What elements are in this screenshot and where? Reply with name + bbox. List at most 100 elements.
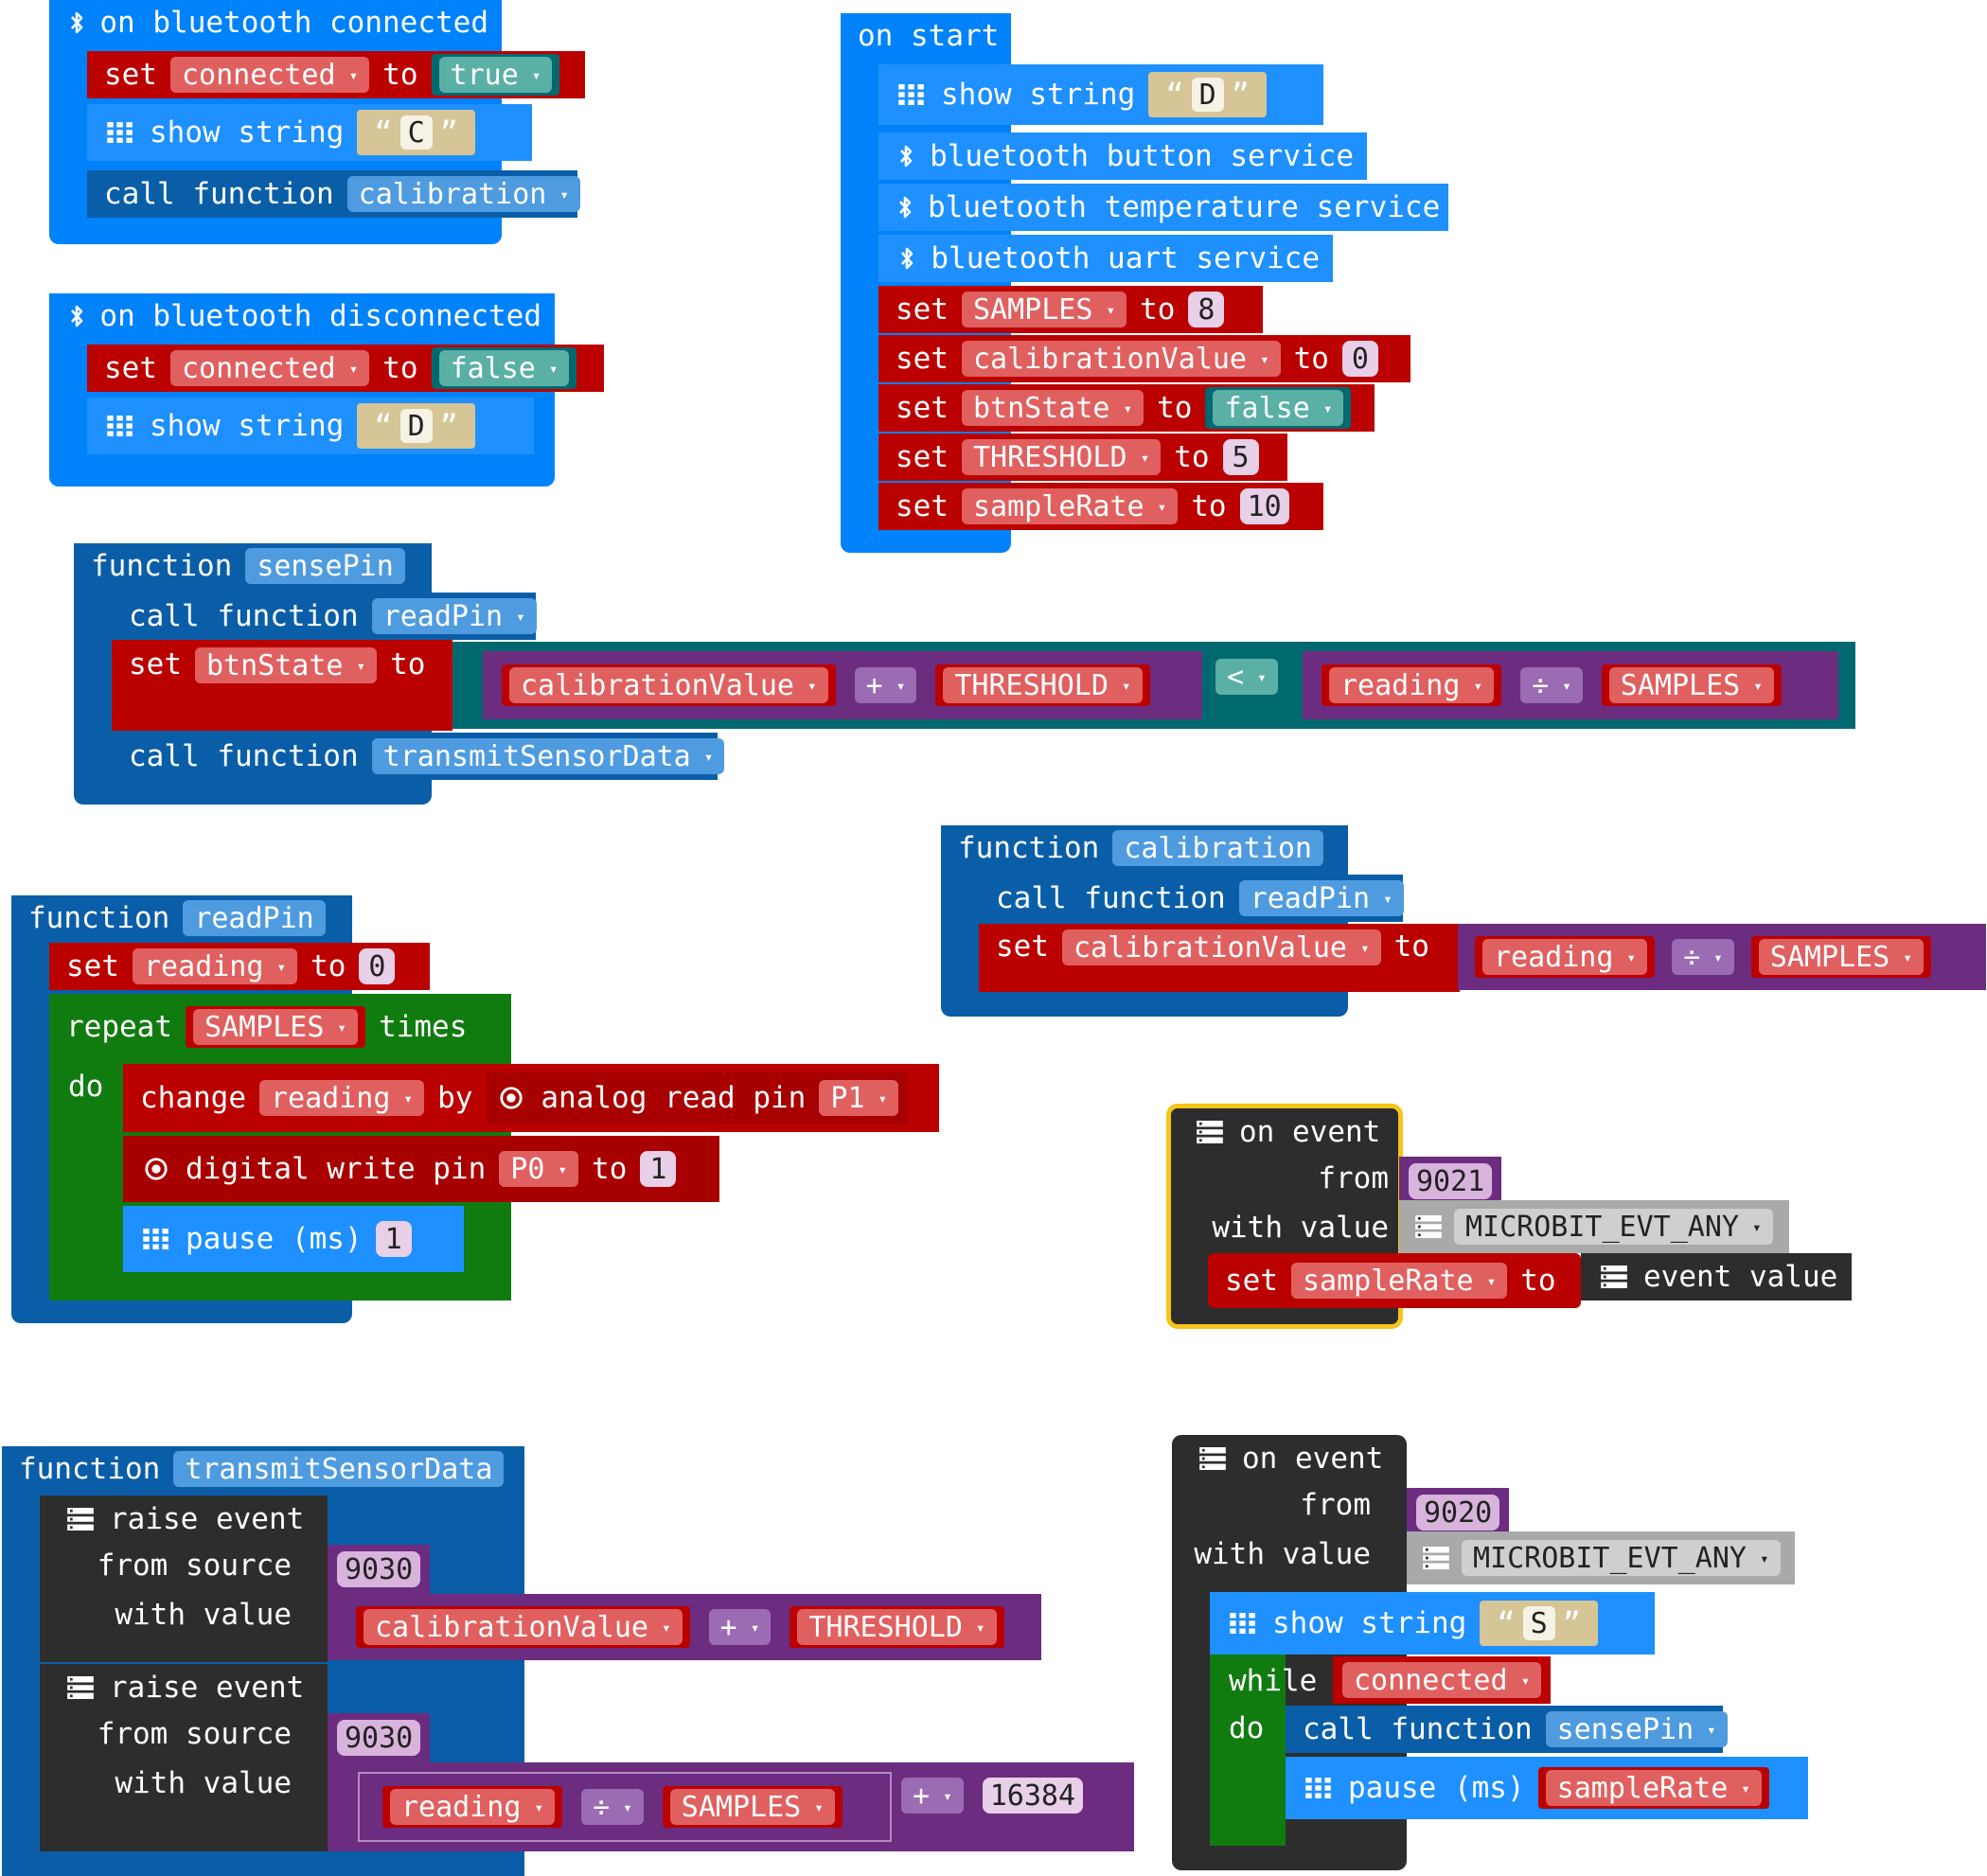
set-samplerate-block[interactable]: set sampleRate▾ to 10 — [878, 483, 1323, 530]
number-input[interactable]: 0 — [359, 948, 396, 984]
function-name[interactable]: transmitSensorData — [173, 1451, 505, 1487]
variable-dropdown[interactable]: btnState▾ — [962, 390, 1144, 426]
set-btnstate-block[interactable]: set btnState▾ to — [112, 640, 452, 731]
variable-dropdown[interactable]: SAMPLES▾ — [1608, 667, 1774, 703]
raise-event-block[interactable]: raise event from source with value — [40, 1664, 328, 1851]
function-dropdown[interactable]: transmitSensorData▾ — [371, 738, 725, 774]
variable-dropdown[interactable]: reading▾ — [1329, 667, 1495, 703]
variable-dropdown[interactable]: THRESHOLD▾ — [797, 1609, 997, 1645]
variable-dropdown[interactable]: reading▾ — [1482, 939, 1648, 975]
variable-dropdown[interactable]: connected▾ — [170, 57, 370, 93]
variable-dropdown[interactable]: SAMPLES▾ — [962, 292, 1127, 327]
set-calibration-block[interactable]: set calibrationValue▾ to 0 — [878, 335, 1410, 382]
number-input[interactable]: 10 — [1239, 488, 1289, 524]
bool-dropdown[interactable]: false▾ — [1213, 390, 1344, 426]
pin-dropdown[interactable]: P1▾ — [819, 1080, 899, 1116]
variable-dropdown[interactable]: THRESHOLD▾ — [962, 439, 1162, 475]
number-input[interactable]: 9021 — [1409, 1163, 1493, 1199]
add-block[interactable]: calibrationValue▾ +▾ THRESHOLD▾ — [483, 651, 1202, 719]
call-function-block[interactable]: call function readPin▾ — [979, 875, 1404, 922]
number-input[interactable]: 9030 — [337, 1720, 421, 1756]
divide-block[interactable]: reading▾ ÷▾ SAMPLES▾ — [1303, 651, 1838, 719]
function-dropdown[interactable]: calibration▾ — [346, 176, 580, 212]
add-block[interactable]: calibrationValue▾ +▾ THRESHOLD▾ — [328, 1594, 1041, 1660]
set-reading-block[interactable]: set reading▾ to 0 — [49, 943, 430, 990]
show-string-block[interactable]: show string “C” — [87, 104, 532, 161]
set-btnstate-block[interactable]: set btnState▾ to false▾ — [878, 384, 1375, 432]
variable-dropdown[interactable]: calibrationValue▾ — [509, 667, 828, 703]
call-function-block[interactable]: call function sensePin▾ — [1286, 1706, 1728, 1753]
string-literal[interactable]: “D” — [357, 403, 475, 449]
variable-dropdown[interactable]: reading▾ — [133, 948, 298, 984]
bluetooth-service-block[interactable]: bluetooth temperature service — [878, 184, 1448, 231]
variable-dropdown[interactable]: SAMPLES▾ — [669, 1789, 835, 1825]
operator-dropdown[interactable]: +▾ — [708, 1609, 772, 1645]
set-calibration-block[interactable]: set calibrationValue▾ to — [979, 924, 1460, 992]
operator-dropdown[interactable]: +▾ — [854, 667, 917, 703]
function-dropdown[interactable]: sensePin▾ — [1545, 1711, 1728, 1747]
variable-dropdown[interactable]: btnState▾ — [195, 647, 378, 683]
variable-dropdown[interactable]: reading▾ — [258, 1080, 425, 1116]
analog-read-block[interactable]: analog read pin P1▾ — [486, 1071, 909, 1124]
show-string-block[interactable]: show string “D” — [878, 64, 1323, 125]
number-input[interactable]: 9030 — [337, 1551, 421, 1587]
function-name[interactable]: calibration — [1112, 830, 1323, 866]
set-threshold-block[interactable]: set THRESHOLD▾ to 5 — [878, 434, 1287, 481]
variable-dropdown[interactable]: connected▾ — [1342, 1662, 1542, 1698]
bluetooth-service-block[interactable]: bluetooth button service — [878, 133, 1367, 180]
function-dropdown[interactable]: readPin▾ — [1238, 880, 1404, 916]
divide-block[interactable]: reading▾ ÷▾ SAMPLES▾ — [358, 1772, 892, 1842]
call-function-block[interactable]: call function calibration▾ — [87, 170, 580, 218]
pause-block[interactable]: pause (ms) sampleRate▾ — [1286, 1757, 1808, 1819]
number-input[interactable]: 9020 — [1416, 1495, 1500, 1531]
string-literal[interactable]: “S” — [1480, 1601, 1598, 1646]
call-function-block[interactable]: call function transmitSensorData▾ — [112, 733, 725, 780]
variable-dropdown[interactable]: calibrationValue▾ — [1062, 929, 1381, 965]
variable-dropdown[interactable]: connected▾ — [170, 350, 370, 386]
event-value-block[interactable]: event value — [1581, 1253, 1852, 1301]
raise-event-block[interactable]: raise event from source with value — [40, 1495, 328, 1662]
show-string-block[interactable]: show string “S” — [1210, 1592, 1655, 1655]
number-input[interactable]: 16384 — [982, 1778, 1084, 1814]
function-name[interactable]: sensePin — [245, 548, 405, 584]
event-value-dropdown[interactable]: MICROBIT_EVT_ANY▾ — [1454, 1209, 1773, 1245]
call-function-block[interactable]: call function readPin▾ — [112, 593, 537, 640]
variable-dropdown[interactable]: sampleRate▾ — [1291, 1263, 1508, 1299]
variable-dropdown[interactable]: SAMPLES▾ — [1758, 939, 1924, 975]
string-literal[interactable]: “D” — [1148, 72, 1267, 117]
operator-dropdown[interactable]: ÷▾ — [1520, 667, 1583, 703]
divide-block[interactable]: reading▾ ÷▾ SAMPLES▾ — [1458, 924, 1986, 990]
digital-write-block[interactable]: digital write pin P0▾ to 1 — [123, 1136, 719, 1202]
operator-dropdown[interactable]: ÷▾ — [1672, 939, 1734, 975]
operator-dropdown[interactable]: ÷▾ — [581, 1789, 644, 1825]
number-input[interactable]: 8 — [1188, 292, 1225, 327]
string-literal[interactable]: “C” — [357, 110, 475, 155]
set-samples-block[interactable]: set SAMPLES▾ to 8 — [878, 286, 1263, 333]
bool-dropdown[interactable]: false▾ — [438, 350, 570, 386]
function-dropdown[interactable]: readPin▾ — [371, 598, 537, 634]
variable-dropdown[interactable]: calibrationValue▾ — [962, 341, 1281, 377]
bool-dropdown[interactable]: true▾ — [438, 57, 553, 93]
event-value-dropdown[interactable]: MICROBIT_EVT_ANY▾ — [1462, 1540, 1781, 1576]
change-reading-block[interactable]: change reading▾ by analog read pin P1▾ — [123, 1064, 939, 1132]
variable-dropdown[interactable]: SAMPLES▾ — [192, 1009, 359, 1045]
number-input[interactable]: 1 — [640, 1151, 677, 1187]
set-samplerate-block[interactable]: set sampleRate▾ to — [1208, 1253, 1581, 1308]
variable-dropdown[interactable]: THRESHOLD▾ — [943, 667, 1143, 703]
variable-dropdown[interactable]: sampleRate▾ — [1545, 1770, 1762, 1806]
set-connected-block[interactable]: set connected▾ to false▾ — [87, 345, 604, 392]
pause-block[interactable]: pause (ms) 1 — [123, 1206, 464, 1272]
pin-dropdown[interactable]: P0▾ — [499, 1151, 579, 1187]
variable-dropdown[interactable]: sampleRate▾ — [962, 488, 1179, 524]
bluetooth-service-block[interactable]: bluetooth uart service — [878, 235, 1333, 282]
while-block[interactable]: while do — [1210, 1655, 1317, 1846]
variable-dropdown[interactable]: calibrationValue▾ — [364, 1609, 683, 1645]
function-name[interactable]: readPin — [183, 900, 326, 936]
set-connected-block[interactable]: set connected▾ to true▾ — [87, 51, 585, 98]
operator-dropdown[interactable]: +▾ — [901, 1778, 964, 1814]
number-input[interactable]: 0 — [1341, 341, 1378, 377]
number-input[interactable]: 5 — [1222, 439, 1259, 475]
show-string-block[interactable]: show string “D” — [87, 398, 534, 454]
number-input[interactable]: 1 — [375, 1221, 412, 1257]
compare-dropdown[interactable]: <▾ — [1215, 659, 1278, 695]
